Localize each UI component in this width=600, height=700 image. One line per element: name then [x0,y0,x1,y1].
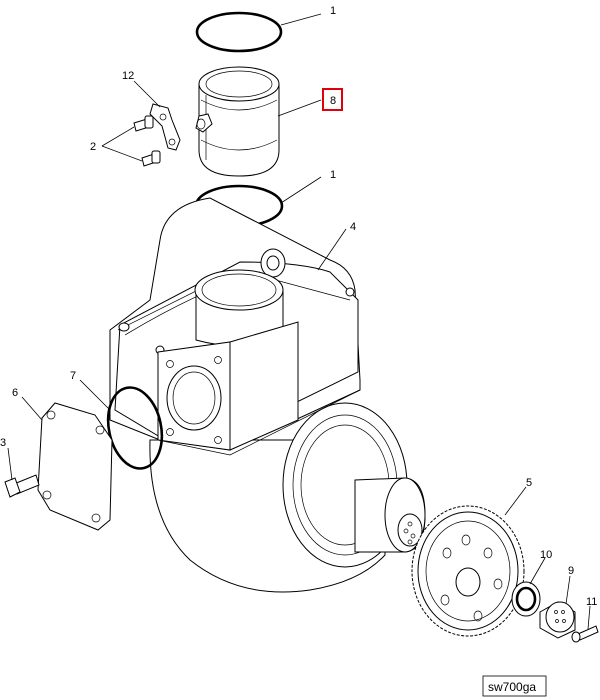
caption-label: sw700ga [488,680,536,694]
bolt-lower[interactable] [141,150,161,167]
pipe-sleeve-part[interactable] [195,66,280,177]
callout-7[interactable]: 7 [70,370,76,382]
callout-8-highlight [322,88,343,111]
o-ring-top[interactable] [195,11,283,53]
callout-10[interactable]: 10 [540,549,552,561]
cover-plate[interactable] [37,402,113,531]
callout-6[interactable]: 6 [12,387,18,399]
callout-4[interactable]: 4 [350,221,356,233]
caption-box [482,675,547,697]
hub-part[interactable] [539,601,576,639]
bracket-part[interactable] [149,103,181,151]
leader-lines [7,13,591,630]
callout-11[interactable]: 11 [586,596,597,608]
callout-5[interactable]: 5 [526,477,532,489]
screw-part[interactable] [571,625,599,643]
callout-2[interactable]: 2 [90,141,96,153]
callout-9[interactable]: 9 [568,565,574,577]
o-ring-side[interactable] [101,382,169,473]
bolt-upper[interactable] [133,115,154,132]
callout-3[interactable]: 3 [0,437,6,449]
seal-ring[interactable] [511,581,541,617]
bolt-left[interactable] [4,474,40,498]
callout-1-mid[interactable]: 1 [330,169,336,181]
callout-12[interactable]: 12 [122,70,134,82]
gear-part[interactable] [411,505,525,637]
callout-1-top[interactable]: 1 [330,5,336,17]
pump-housing[interactable] [109,197,426,593]
callout-8[interactable]: 8 [330,95,336,107]
